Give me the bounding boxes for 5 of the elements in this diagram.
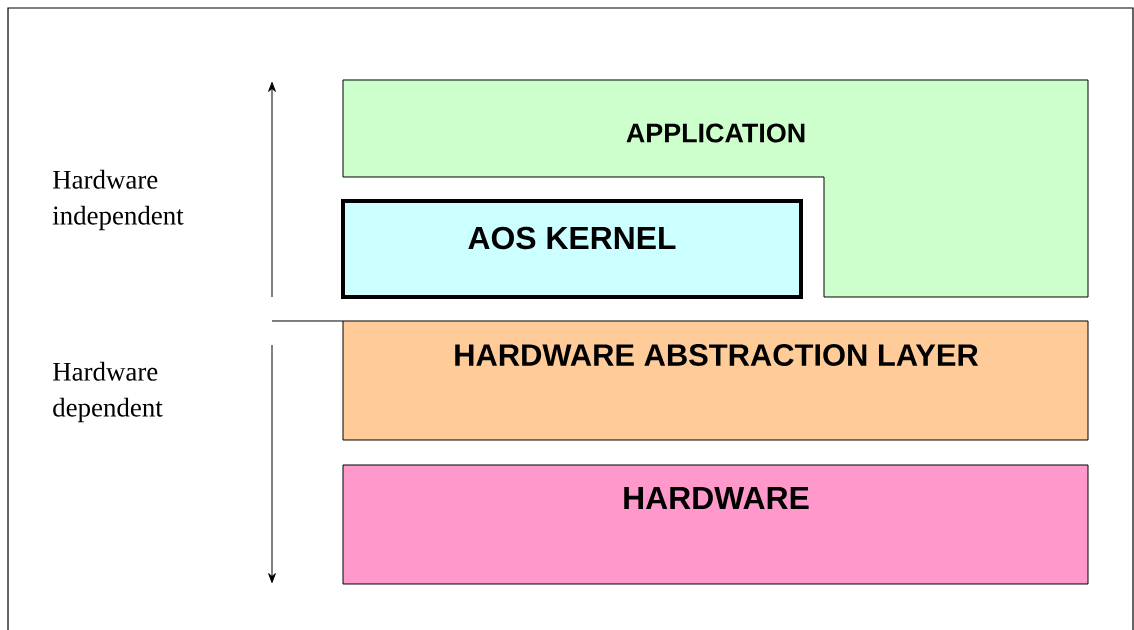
side-label: Hardware independent [52, 169, 184, 231]
side-label: Hardware dependent [53, 361, 163, 423]
layer-box: HARDWARE ABSTRACTION LAYER [342, 320, 1089, 441]
kernel-box: AOS KERNEL [341, 199, 803, 299]
layer-box: HARDWARE [342, 464, 1089, 585]
